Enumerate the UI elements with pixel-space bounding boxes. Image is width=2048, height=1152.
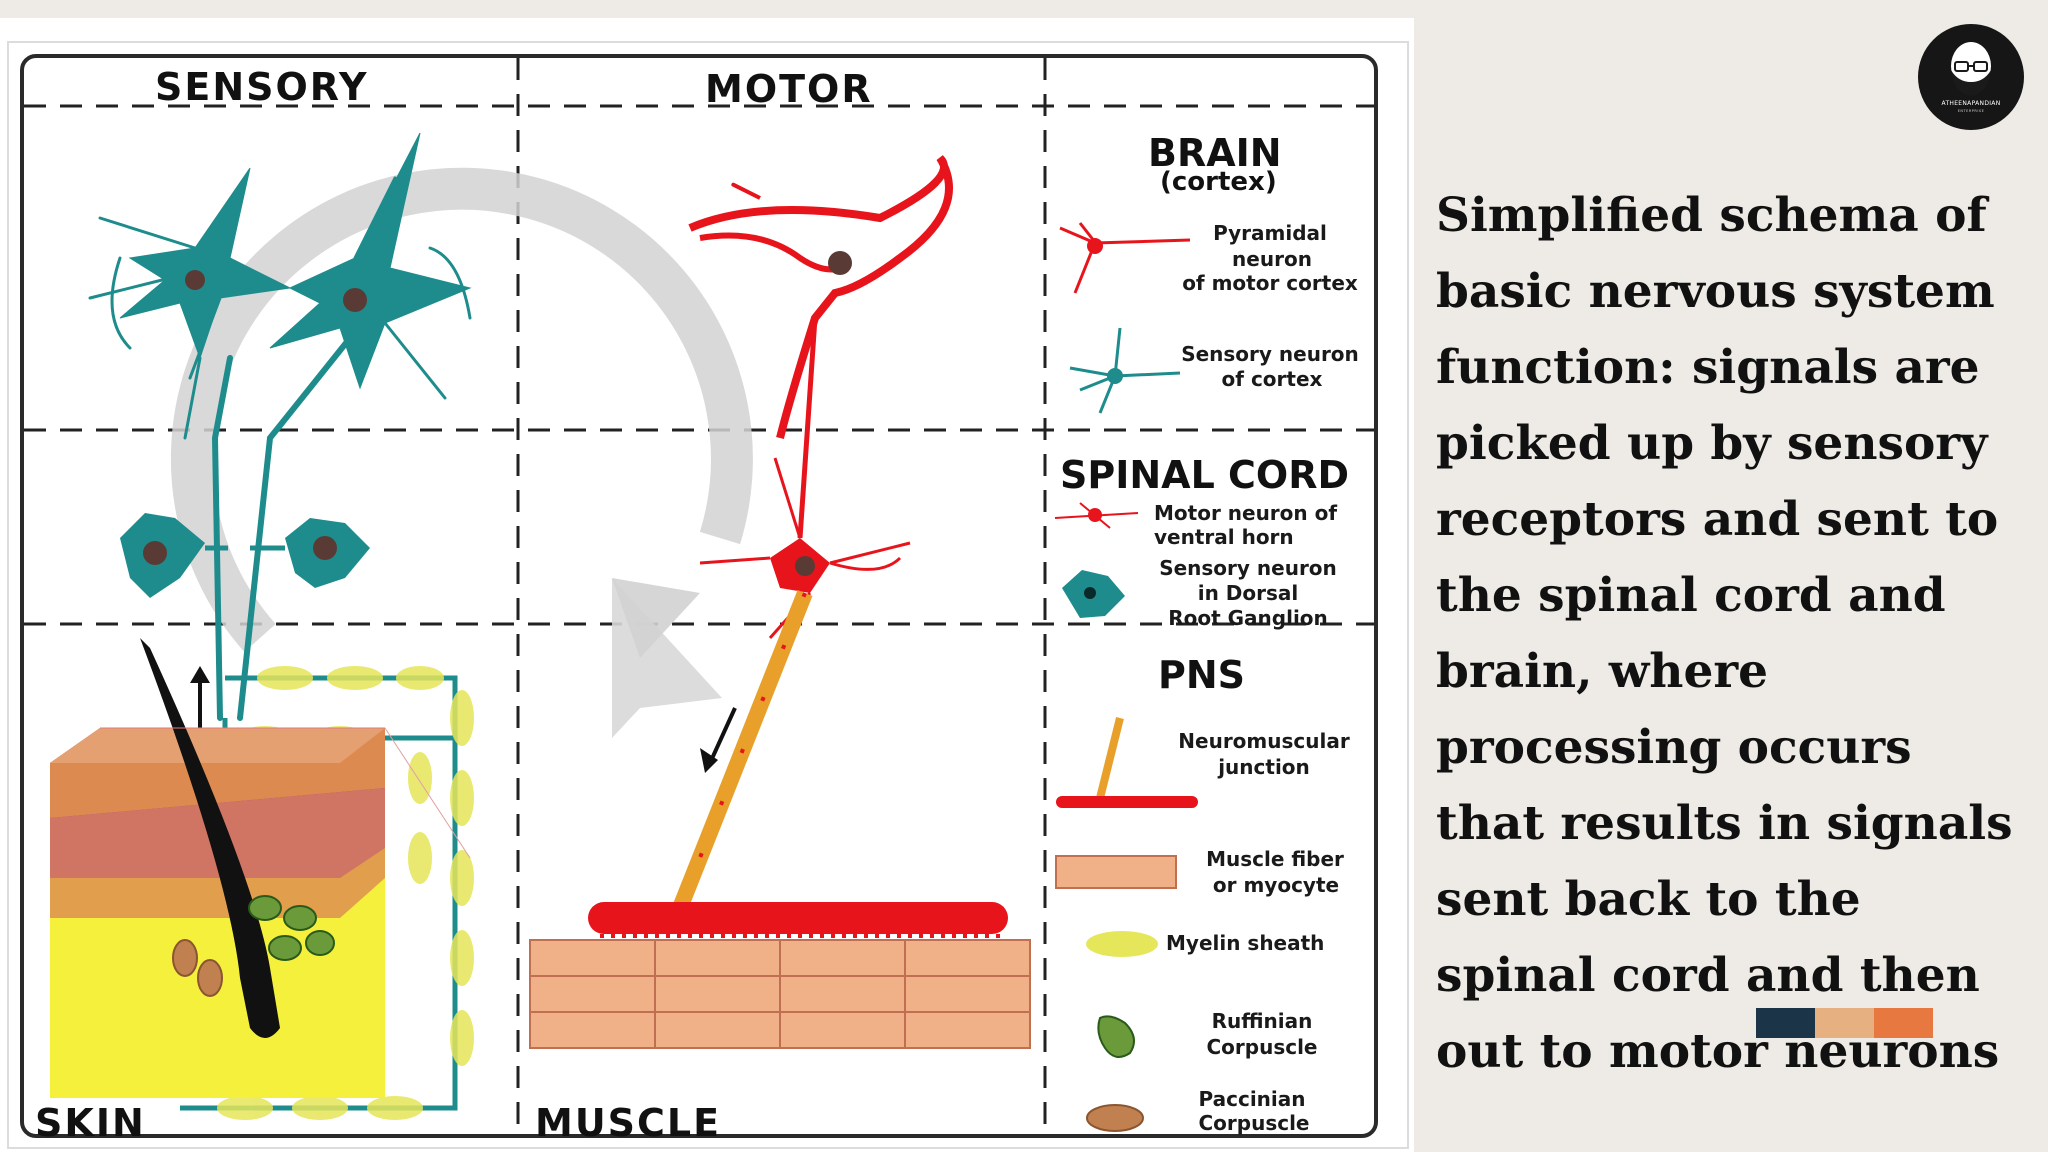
legend-motor-neuron-icon — [1054, 502, 1139, 529]
zone-skin: SKIN — [35, 1101, 146, 1145]
legend-drg-icon — [1062, 570, 1125, 618]
legend-paccinian-line2: Corpuscle — [1198, 1111, 1309, 1135]
legend-muscle-fiber-icon — [1055, 855, 1177, 889]
legend-motor-neuron-line2: ventral horn — [1154, 525, 1294, 549]
zone-muscle: MUSCLE — [535, 1101, 721, 1145]
legend-motor-neuron-line1: Motor neuron of — [1154, 501, 1337, 525]
drg-sensory-neurons — [120, 513, 370, 598]
caption-text: Simplified schema of basic nervous syste… — [1436, 188, 2013, 1079]
legend-pyramidal-line3: of motor cortex — [1182, 271, 1358, 295]
legend-brain-title: BRAIN — [1148, 131, 1282, 175]
legend-drg-line3: Root Ganglion — [1168, 606, 1328, 630]
motor-axon — [672, 590, 813, 911]
palette-swatch-navy — [1756, 1008, 1815, 1038]
brand-logo: ATHEENAPANDIAN ENTERPRISE — [1918, 24, 2024, 130]
header-sensory: SENSORY — [155, 65, 369, 109]
legend-nmj-line1: Neuromuscular — [1178, 729, 1350, 753]
legend-sensory-cortex-line2: of cortex — [1222, 367, 1323, 391]
bald-bearded-man-with-glasses-icon — [1951, 42, 1991, 96]
legend-paccinian-line1: Paccinian — [1198, 1087, 1305, 1111]
motor-down-arrow — [700, 707, 737, 773]
nmj-plate — [588, 902, 1008, 934]
legend-pyramidal-icon — [1059, 222, 1191, 294]
legend-pyramidal-line2: neuron — [1232, 247, 1312, 271]
logo-name: ATHEENAPANDIAN — [1941, 100, 2001, 107]
skin-block — [50, 638, 471, 1098]
legend-brain-subtitle: (cortex) — [1160, 167, 1277, 197]
legend-nmj-line2: junction — [1217, 755, 1310, 779]
motor-pyramidal-neuron — [688, 155, 953, 539]
legend-sensory-cortex-line1: Sensory neuron — [1181, 342, 1359, 366]
palette-swatch-orange — [1874, 1008, 1933, 1038]
legend-ruffinian-line1: Ruffinian — [1212, 1009, 1313, 1033]
legend-ruffinian-line2: Corpuscle — [1206, 1035, 1317, 1059]
nervous-system-diagram: SENSORY MOTOR — [0, 18, 1414, 1152]
legend-paccinian-icon — [1086, 1104, 1144, 1132]
legend-spinal-title: SPINAL CORD — [1060, 453, 1349, 497]
logo-sub: ENTERPRISE — [1957, 109, 1985, 113]
legend-drg-line1: Sensory neuron — [1159, 556, 1337, 580]
legend-nmj-icon — [1056, 717, 1198, 808]
palette-swatch-peach — [1815, 1008, 1874, 1038]
legend-myelin-icon — [1086, 931, 1158, 957]
legend-ruffinian-icon — [1097, 1015, 1135, 1058]
legend-pyramidal-line1: Pyramidal — [1213, 221, 1327, 245]
diagram-svg: SENSORY MOTOR — [7, 41, 1409, 1149]
color-palette — [1756, 1008, 1933, 1038]
legend-pns-title: PNS — [1158, 653, 1245, 697]
legend-sensory-cortex-icon — [1069, 327, 1181, 414]
muscle-fibers — [529, 939, 1031, 1049]
header-motor: MOTOR — [705, 67, 873, 111]
legend-muscle-fiber-line1: Muscle fiber — [1206, 847, 1344, 871]
legend-myelin-label: Myelin sheath — [1166, 931, 1324, 955]
legend-drg-line2: in Dorsal — [1198, 581, 1299, 605]
legend-muscle-fiber-line2: or myocyte — [1213, 873, 1339, 897]
sensory-cortex-neurons — [88, 132, 472, 721]
